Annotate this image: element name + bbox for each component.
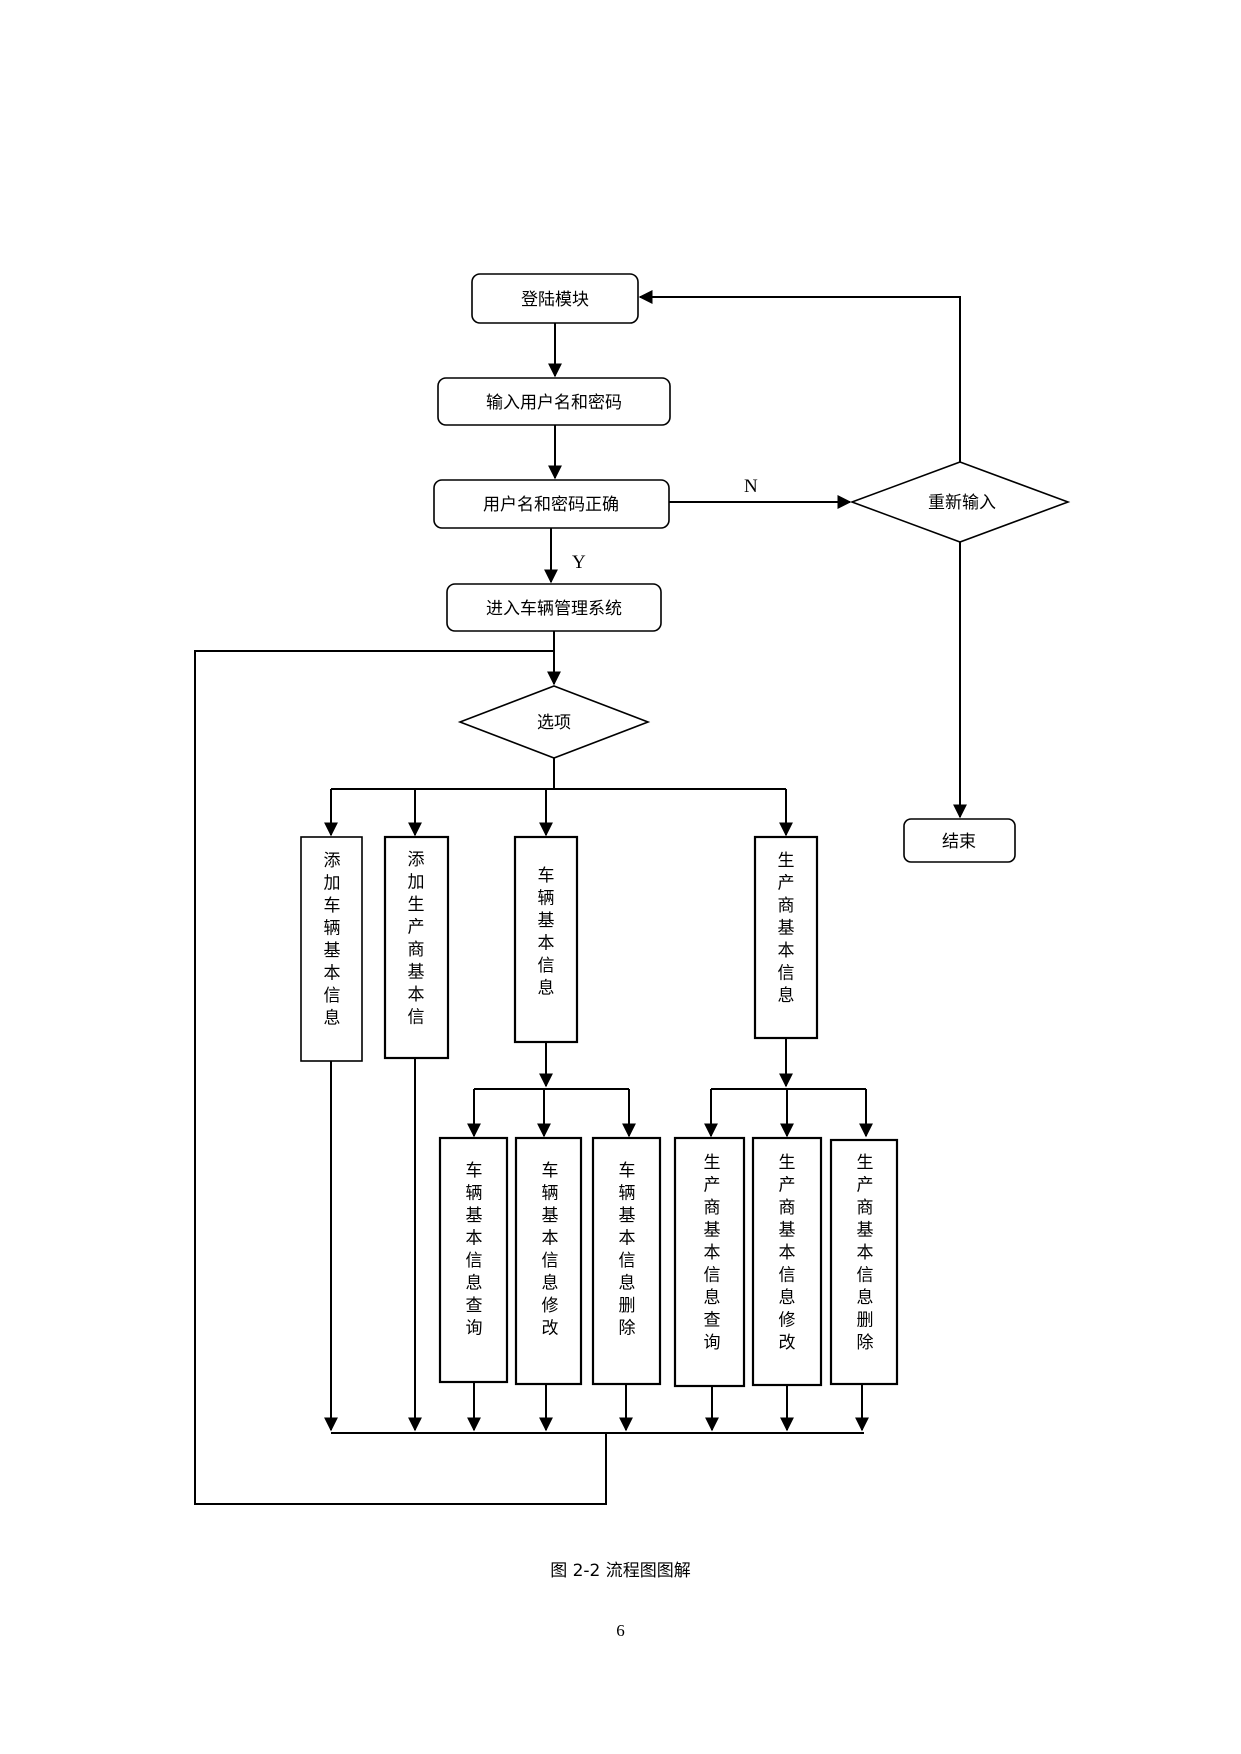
yes-branch-label: Y xyxy=(572,552,586,573)
add-vehicle-info-label: 添加车辆基本信息 xyxy=(324,851,341,1029)
manufacturer-modify-label: 生产商基本信息修改 xyxy=(779,1153,796,1353)
manufacturer-info-label: 生产商基本信息 xyxy=(778,851,795,1006)
input-credentials-label: 输入用户名和密码 xyxy=(486,393,622,413)
end-node xyxy=(903,818,1016,863)
no-branch-label: N xyxy=(744,476,758,497)
figure-caption: 图 2-2 流程图图解 xyxy=(550,1561,691,1581)
vehicle-modify-label: 车辆基本信息修改 xyxy=(542,1161,559,1339)
options-label: 选项 xyxy=(537,713,571,733)
loop-back-line xyxy=(194,650,607,1505)
re-enter-label: 重新输入 xyxy=(928,493,996,513)
vehicle-info-node xyxy=(513,835,579,1044)
vehicle-info-label: 车辆基本信息 xyxy=(538,866,555,999)
page-number: 6 xyxy=(616,1621,625,1640)
add-manufacturer-info-node xyxy=(383,835,450,1060)
login-module-label: 登陆模块 xyxy=(521,290,589,310)
vehicle-query-label: 车辆基本信息查询 xyxy=(466,1161,483,1339)
enter-system-label: 进入车辆管理系统 xyxy=(486,599,622,619)
arrow-reenter-to-login xyxy=(638,290,961,462)
manufacturer-query-label: 生产商基本信息查询 xyxy=(704,1153,721,1353)
vehicle-delete-node xyxy=(591,1136,662,1386)
manufacturer-delete-label: 生产商基本信息删除 xyxy=(857,1153,874,1353)
vehicle-modify-node xyxy=(514,1136,583,1386)
credentials-correct-label: 用户名和密码正确 xyxy=(483,495,619,515)
vehicle-query-node xyxy=(438,1136,509,1384)
manufacturer-info-node xyxy=(753,835,819,1040)
add-manufacturer-info-label: 添加生产商基本信 xyxy=(408,850,425,1028)
end-label: 结束 xyxy=(942,832,976,852)
add-vehicle-info-node xyxy=(300,836,363,1062)
manufacturer-query-node xyxy=(673,1136,746,1388)
manufacturer-modify-node xyxy=(751,1136,823,1387)
manufacturer-delete-node xyxy=(829,1138,899,1386)
vehicle-delete-label: 车辆基本信息删除 xyxy=(619,1161,636,1339)
